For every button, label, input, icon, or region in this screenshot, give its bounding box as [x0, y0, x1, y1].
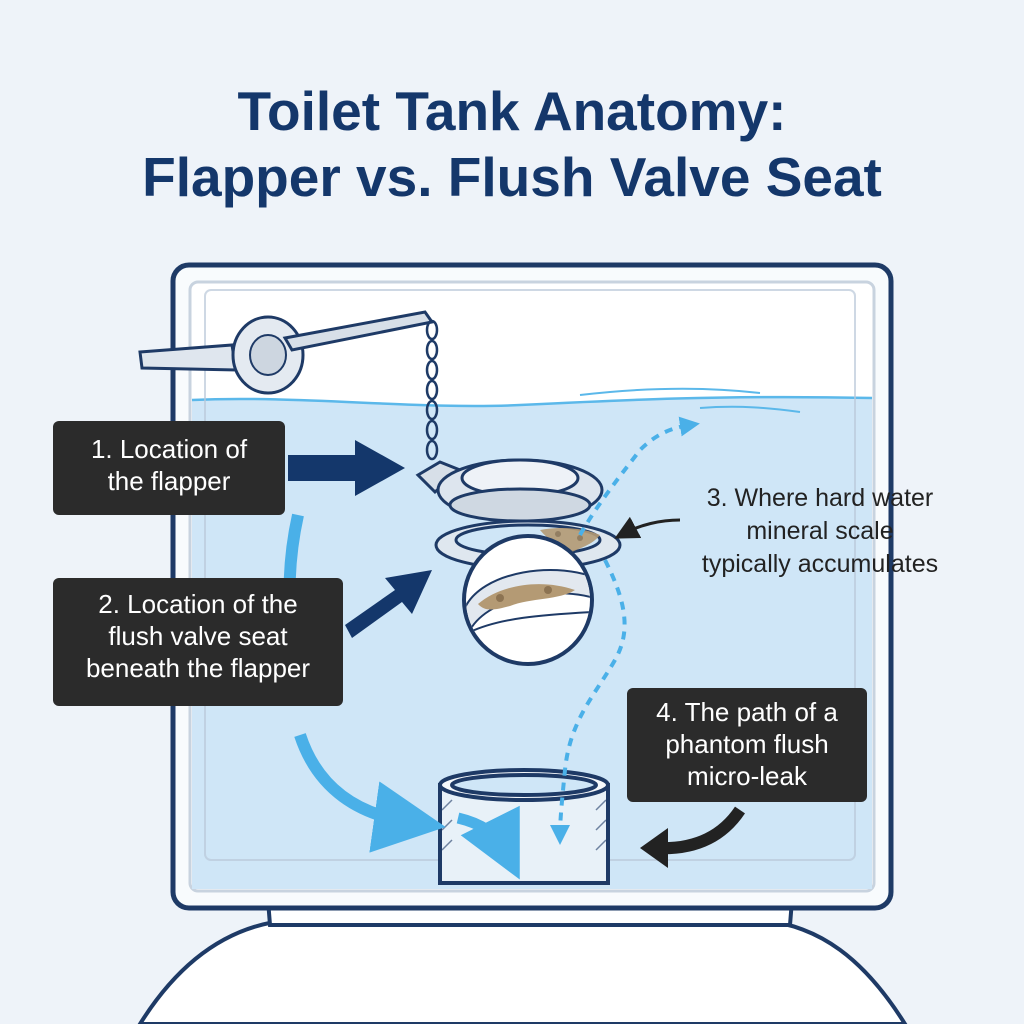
toilet-bowl — [137, 918, 908, 1024]
flow-arrow-into-drain — [456, 805, 520, 880]
callout-flapper-location: 1. Location of the flapper — [53, 421, 285, 515]
callout-1-line-2: the flapper — [107, 466, 231, 496]
water-ripple-2 — [699, 405, 801, 413]
callout-2-line-3: beneath the flapper — [85, 653, 311, 683]
flush-handle — [138, 343, 238, 372]
callout-valve-seat-location: 2. Location of the flush valve seat bene… — [53, 578, 343, 706]
arrow-to-flapper — [288, 440, 405, 496]
pointer-to-drain-head — [640, 828, 668, 868]
magnifier-inset — [462, 534, 594, 666]
micro-leak-path-down — [550, 559, 627, 845]
callout-4-line-3: micro-leak — [687, 761, 807, 791]
callout-3-line-1: 3. Where hard water — [706, 484, 934, 512]
flapper — [415, 458, 604, 523]
water-ripple — [579, 387, 761, 396]
callout-4-line-1: 4. The path of a — [656, 697, 838, 727]
callout-mineral-scale: 3. Where hard water mineral scale typica… — [655, 482, 985, 581]
pointer-to-scale — [614, 516, 681, 539]
water-surface — [191, 395, 873, 408]
callout-micro-leak-path: 4. The path of a phantom flush micro-lea… — [627, 688, 867, 802]
page-title-line-2: Flapper vs. Flush Valve Seat — [142, 146, 882, 208]
page-title-line-1: Toilet Tank Anatomy: — [237, 80, 787, 142]
micro-leak-path — [578, 416, 700, 536]
callout-3-line-3: typically accumulates — [701, 550, 939, 578]
arrow-to-valve-seat — [345, 570, 432, 638]
mineral-scale — [540, 527, 600, 552]
callout-2-line-1: 2. Location of the — [98, 589, 298, 619]
flush-valve-drain — [438, 768, 610, 885]
flow-arrow-bottom — [294, 733, 446, 853]
callout-1-line-1: 1. Location of — [90, 434, 248, 464]
lift-chain — [425, 319, 439, 461]
callout-3-line-2: mineral scale — [746, 517, 894, 545]
callout-2-line-2: flush valve seat — [108, 621, 288, 651]
callout-4-line-2: phantom flush — [665, 729, 829, 759]
